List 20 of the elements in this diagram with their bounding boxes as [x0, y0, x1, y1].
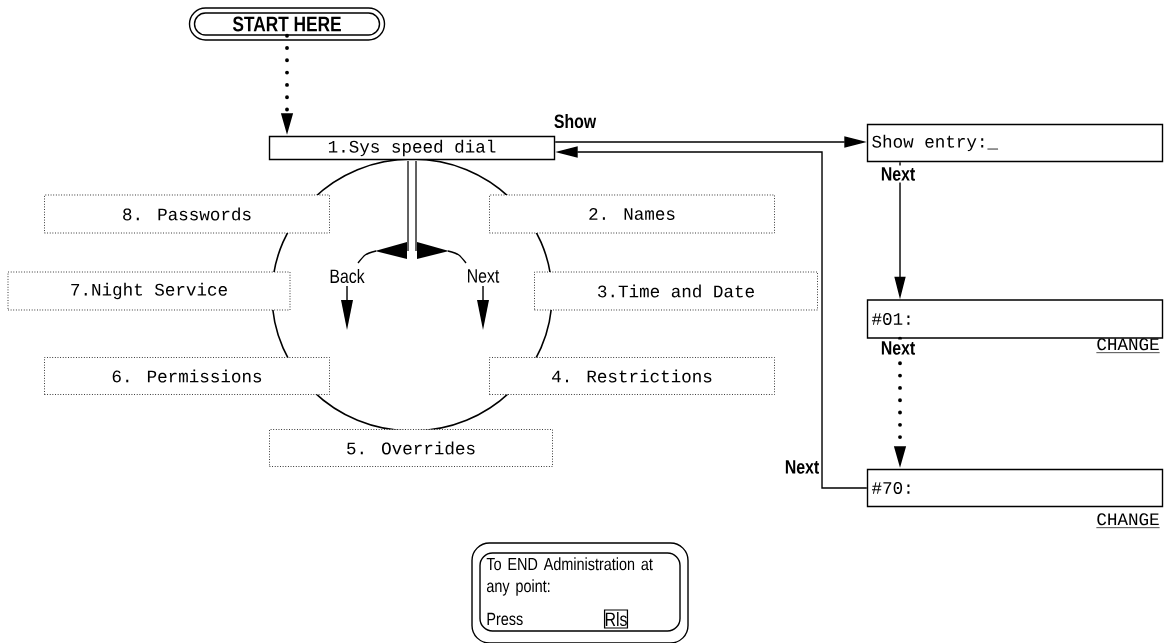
display-box: Show entry:_	[866, 123, 1164, 163]
edge-label: Next	[783, 458, 821, 476]
menu-item-box: 2. Names	[489, 194, 775, 234]
direction-label: Next	[464, 267, 502, 285]
start-box: START HERE	[188, 7, 386, 41]
key-button: Rls	[603, 609, 629, 629]
menu-item-box: 7.Night Service	[7, 271, 291, 311]
node-label: CHANGE	[1097, 338, 1159, 351]
edge-label: Show	[552, 112, 598, 130]
node-label: CHANGE	[1097, 513, 1159, 526]
direction-label: Back	[327, 267, 367, 285]
menu-item-box: 8. Passwords	[44, 194, 330, 234]
menu-item-box: 5. Overrides	[269, 429, 553, 467]
edge-label: Next	[879, 165, 917, 183]
menu-item-box: 3.Time and Date	[534, 271, 818, 311]
menu-item-box: 4. Restrictions	[489, 357, 775, 395]
display-box: #70: CHANGE	[866, 468, 1164, 528]
edge-label: Next	[879, 339, 917, 357]
display-box: 1.Sys speed dial	[268, 135, 556, 161]
menu-item-box: 6. Permissions	[44, 357, 330, 395]
